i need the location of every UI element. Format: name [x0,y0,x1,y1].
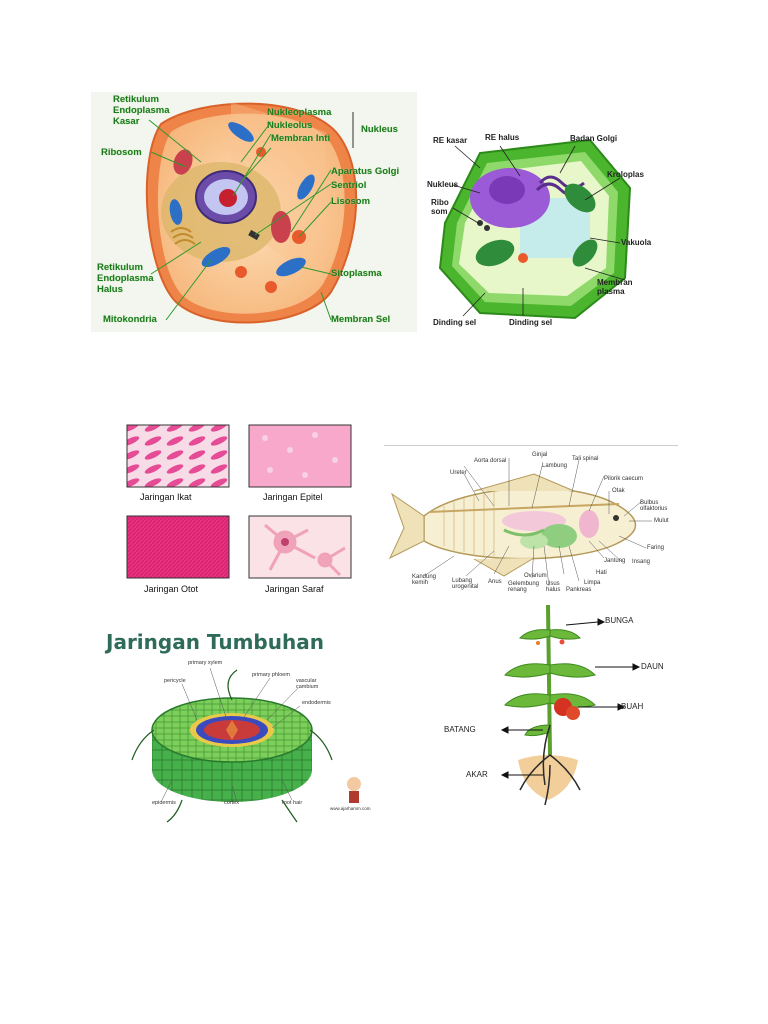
plant-cell-illustration [438,138,632,320]
label-usus-halus: Usus halus [546,581,561,593]
plant-tissue-diagram: Jaringan Tumbuhan [92,620,392,830]
label-ureter: Ureter [450,470,467,476]
label-root-hair: root hair [282,800,303,806]
label-re-kasar: RE kasar [433,136,468,145]
label-jaringan-otot: Jaringan Otot [144,584,199,594]
label-pericycle: pericycle [164,678,186,684]
label-lambung: Lambung [542,463,568,469]
label-sentriol: Sentriol [331,180,367,191]
fish-illustration [388,458,652,587]
label-re-halus: RE halus [485,133,520,142]
label-ginjal: Ginjal [532,452,548,458]
label-epidermis: epidermis [152,800,176,806]
label-bunga: BUNGA [605,616,634,625]
animal-cell-diagram: Retikulum Endoplasma Kasar Ribosom Nukle… [91,92,417,332]
label-membran-inti: Membran Inti [271,133,331,144]
label-lubang-urogenital: Lubang urogenital [452,578,479,590]
label-jantung: Jantung [604,558,626,564]
label-insang: Insang [632,559,651,565]
label-bulbus-olfaktorius: Bulbus olfaktorius [640,500,668,512]
label-nukleus: Nukleus [361,124,398,135]
label-mulut: Mulut [654,518,669,524]
label-jaringan-saraf: Jaringan Saraf [265,584,324,594]
plant-tissue-title: Jaringan Tumbuhan [106,630,324,654]
animal-tissues-diagram: Jaringan Ikat Jaringan Epitel Jaringan O… [120,420,365,605]
label-retikulum-endoplasma-kasar: Retikulum Endoplasma Kasar [113,94,170,127]
label-kandung-kemih: Kandung kemih [412,574,437,586]
label-mitokondria: Mitokondria [103,314,157,325]
label-akar: AKAR [466,770,488,779]
label-retikulum-endoplasma-halus: Retikulum Endoplasma Halus [97,262,154,295]
label-pankreas: Pankreas [566,587,592,593]
label-aorta-dorsal: Aorta dorsal [474,458,507,464]
label-nukleoplasma: Nukleoplasma [267,107,332,118]
tomato-plant-illustration [500,605,641,806]
label-endodermis: endodermis [302,700,331,706]
label-vakuola: Vakuola [621,238,652,247]
root-cross-section-illustration [131,667,361,823]
label-membran-plasma: Membran plasma [597,278,633,296]
label-ribosom: Ribo som [431,198,449,216]
label-faring: Faring [647,545,665,551]
label-membran-sel: Membran Sel [331,314,391,325]
label-jaringan-epitel: Jaringan Epitel [263,492,323,502]
credit-text: www.ajarhamm.com [330,806,371,811]
fish-anatomy-diagram: Aorta dorsal Ginjal Tali spinal Lambung … [384,445,678,606]
label-badan-golgi: Badan Golgi [570,134,618,143]
label-pilorik-caecum: Pilorik caecum [604,476,644,482]
label-ovarium: Ovarium [524,573,547,579]
label-kroloplas: Kroloplas [607,170,644,179]
plant-parts-diagram: BUNGA DAUN BUAH BATANG AKAR [438,605,678,827]
label-vascular-cambium: vascular cambium [296,678,319,690]
label-primary-phloem: primary phloem [252,672,290,678]
label-ribosom: Ribosom [101,147,142,158]
label-otak: Otak [612,488,625,494]
label-nukleolus: Nukleolus [267,120,313,131]
label-buah: BUAH [621,702,644,711]
label-lisosom: Lisosom [331,196,371,207]
label-aparatus-golgi: Aparatus Golgi [331,166,400,177]
tissues-illustration [126,424,352,579]
label-tali-spinal: Tali spinal [572,456,599,462]
plant-cell-diagram: RE kasar RE halus Badan Golgi Nukleus Kr… [425,128,671,333]
label-gelembung-renang: Gelembung renang [508,581,540,593]
label-sitoplasma: Sitoplasma [331,268,382,279]
label-cortex: cortex [224,800,239,806]
label-anus: Anus [488,579,502,585]
label-primary-xylem: primary xylem [188,660,223,666]
label-jaringan-ikat: Jaringan Ikat [140,492,192,502]
animal-cell-illustration [145,102,358,324]
label-dinding-sel-1: Dinding sel [433,318,477,327]
label-dinding-sel-2: Dinding sel [509,318,553,327]
label-nukleus: Nukleus [427,180,459,189]
label-hati: Hati [596,570,607,576]
label-limpa: Limpa [584,580,601,586]
label-daun: DAUN [641,662,664,671]
label-batang: BATANG [444,725,476,734]
